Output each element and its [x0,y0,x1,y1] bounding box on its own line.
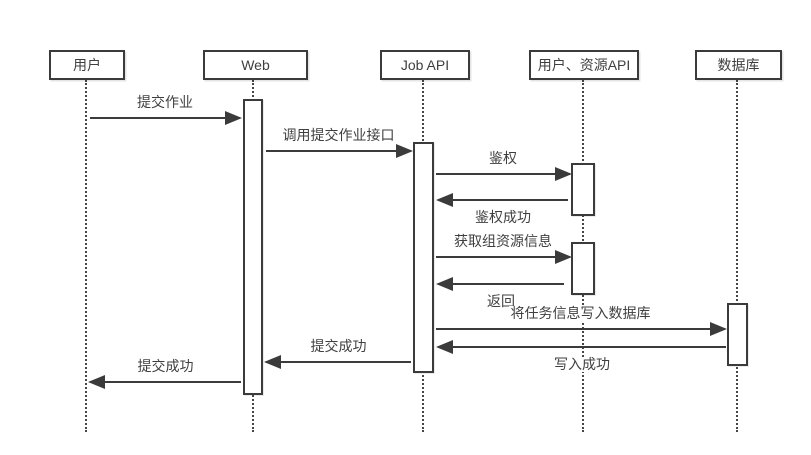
arrow-left-icon [264,355,281,369]
actor-box-web: Web [203,50,308,80]
lifeline-db [736,80,738,432]
actor-box-db: 数据库 [695,50,782,80]
arrow-right-icon [555,250,572,264]
actor-box-resapi: 用户、资源API [529,50,639,80]
actor-label-user: 用户 [73,57,101,73]
arrow-right-icon [225,111,242,125]
activation-web [243,99,263,395]
activation-db [727,303,748,366]
actor-label-web: Web [241,57,270,73]
arrow-line [436,173,570,175]
message-label: 鉴权 [487,149,519,166]
actor-label-jobapi: Job API [400,57,450,73]
message-label: 调用提交作业接口 [280,126,397,143]
actor-box-jobapi: Job API [380,50,470,80]
arrow-left-icon [436,193,453,207]
arrow-line [266,150,411,152]
arrow-line [90,381,241,383]
arrow-left-icon [88,375,105,389]
activation-resapi-1 [571,163,595,216]
arrow-line [438,346,726,348]
arrow-line [438,199,568,201]
lifeline-user [85,80,87,432]
message-label: 返回 [485,293,517,310]
arrow-right-icon [396,144,413,158]
actor-label-db: 数据库 [717,57,760,73]
actor-box-user: 用户 [49,50,125,80]
arrow-right-icon [710,322,727,336]
arrow-line [436,328,725,330]
arrow-line [436,256,570,258]
arrow-line [90,117,240,119]
arrow-line [438,283,564,285]
message-label: 获取组资源信息 [452,232,554,249]
message-label: 鉴权成功 [473,209,533,226]
message-label: 提交作业 [135,93,195,110]
activation-resapi-2 [571,242,595,295]
message-label: 提交成功 [308,337,369,354]
arrow-left-icon [436,340,453,354]
arrow-right-icon [555,167,572,181]
message-label: 将任务信息写入数据库 [508,304,653,321]
message-label: 写入成功 [552,356,612,373]
arrow-left-icon [436,277,453,291]
actor-label-resapi: 用户、资源API [537,57,631,73]
message-label: 提交成功 [135,357,196,374]
activation-jobapi [413,142,434,373]
arrow-line [266,361,411,363]
